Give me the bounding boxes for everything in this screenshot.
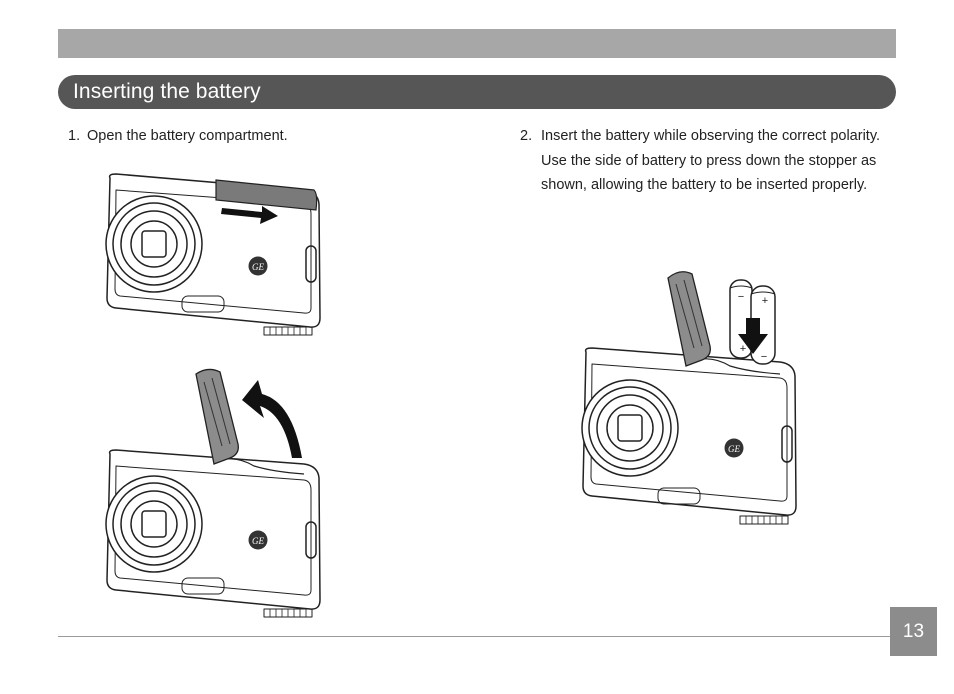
- battery-door-open: [195, 368, 239, 465]
- camera-door-open-illustration: GE: [105, 368, 321, 618]
- battery-minus-symbol: −: [761, 351, 767, 363]
- ge-logo-text: GE: [252, 262, 264, 272]
- step-2: 2. Insert the battery while observing th…: [520, 124, 890, 198]
- step-1-text: Open the battery compartment.: [87, 128, 288, 144]
- step-1: 1. Open the battery compartment.: [68, 124, 368, 149]
- ge-logo-icon: [248, 256, 268, 276]
- page-number: 13: [890, 607, 937, 656]
- battery-minus-symbol: −: [738, 291, 744, 303]
- battery-plus-symbol: +: [740, 343, 746, 355]
- curved-open-arrow-icon: [242, 380, 302, 458]
- battery-insert-illustration: − + + − GE: [581, 271, 797, 525]
- battery-door-open: [667, 271, 711, 367]
- step-1-number: 1.: [68, 128, 81, 144]
- step-2-text: Insert the battery while observing the c…: [541, 128, 881, 193]
- footer-rule: [58, 636, 890, 637]
- ge-logo-text: GE: [728, 444, 740, 454]
- section-title: Inserting the battery: [73, 80, 261, 103]
- ge-logo-icon: [724, 438, 744, 458]
- ge-logo-icon: [248, 530, 268, 550]
- slide-arrow-icon: [221, 206, 278, 224]
- down-arrow-icon: [738, 318, 768, 354]
- ge-logo-text: GE: [252, 536, 264, 546]
- section-title-bar: Inserting the battery: [58, 75, 896, 109]
- camera-open-door-illustration: GE: [105, 173, 321, 336]
- battery-plus-symbol: +: [762, 295, 768, 307]
- step-2-number: 2.: [520, 128, 533, 144]
- header-band: [58, 29, 896, 58]
- battery-door-closed: [215, 179, 318, 211]
